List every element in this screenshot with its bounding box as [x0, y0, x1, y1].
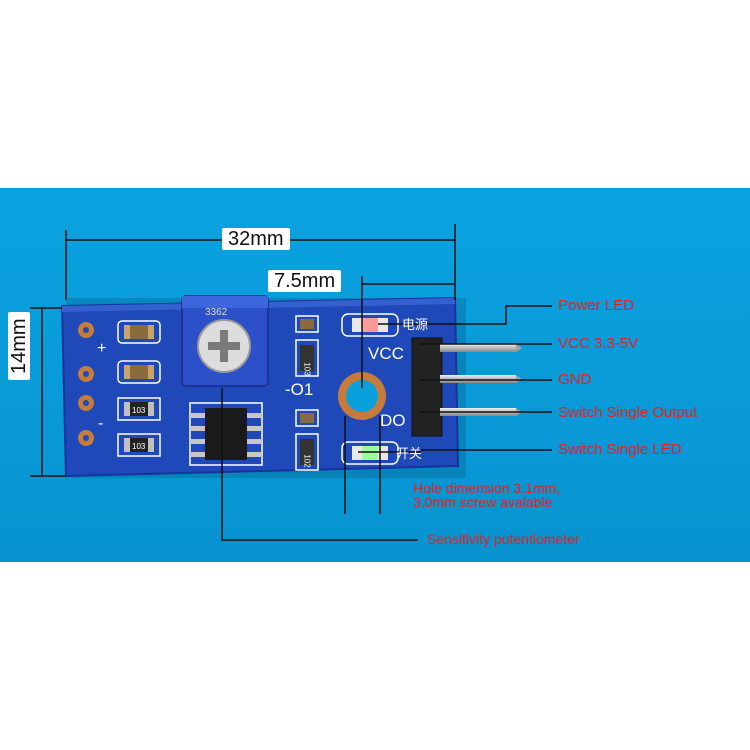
- svg-text:+: +: [97, 340, 106, 357]
- annotation-switch-led: Switch Single LED: [558, 441, 682, 458]
- annotation-hole-line2: 3.0mm screw avalable: [413, 494, 553, 510]
- annotation-vcc: VCC 3.3-5V: [558, 335, 639, 352]
- middle-components: [295, 315, 319, 471]
- width-dimension-label: 32mm: [222, 228, 290, 250]
- svg-text:-: -: [98, 415, 103, 432]
- left-pads: + -: [78, 322, 106, 446]
- silk-switch-cn: 开关: [396, 446, 423, 461]
- hole-offset-dimension-label: 7.5mm: [268, 270, 342, 292]
- silk-do: DO: [380, 411, 406, 430]
- leader-lines: [221, 305, 552, 541]
- annotation-switch-output: Switch Single Output: [558, 404, 698, 421]
- annotation-gnd: GND: [558, 371, 592, 388]
- silk-vcc: VCC: [368, 344, 404, 363]
- smd-components: [117, 320, 161, 457]
- mounting-hole: [338, 372, 386, 420]
- silk-cap-1: 103: [302, 362, 312, 376]
- annotation-hole-line1: Hole dimension 3.1mm,: [413, 480, 561, 496]
- silk-pot-code: 3362: [205, 307, 228, 318]
- leds: [341, 313, 399, 465]
- silk-resistor-2: 103: [132, 442, 146, 451]
- ic-chip: [189, 402, 263, 466]
- silk-power-cn: 电源: [402, 317, 429, 332]
- potentiometer: [181, 295, 269, 387]
- silk-cap-2: 102: [302, 454, 312, 468]
- annotation-potentiometer: Sensitivity potentiometer: [427, 531, 580, 547]
- height-dimension-label: 14mm: [8, 312, 30, 380]
- silk-resistor-1: 103: [132, 406, 146, 415]
- photo-background: + -: [0, 188, 750, 562]
- annotation-power-led: Power LED: [558, 297, 634, 314]
- silk-o1: -O1: [285, 380, 314, 399]
